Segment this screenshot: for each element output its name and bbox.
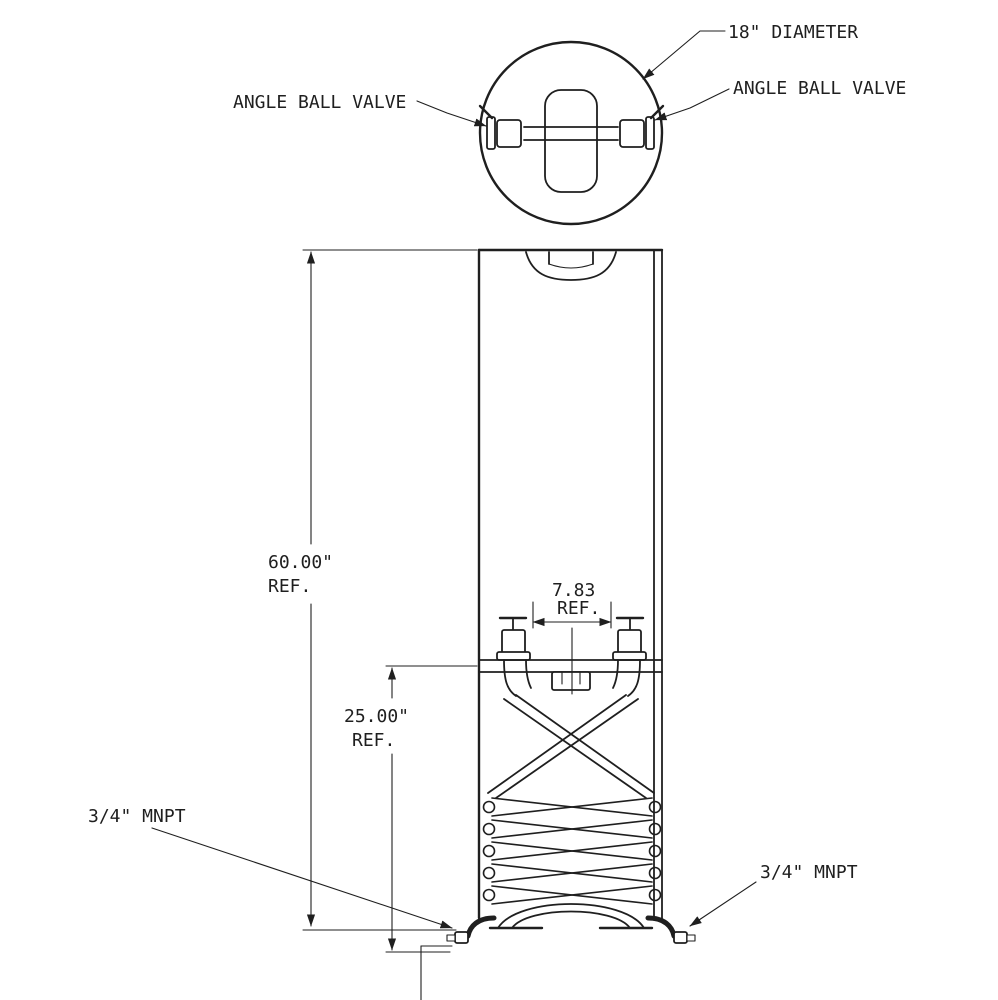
coil-loop	[648, 844, 662, 858]
dimension-25: 25.00" REF.	[344, 665, 478, 1000]
center-bracket	[551, 671, 591, 691]
top-callouts: 18" DIAMETER ANGLE BALL VALVE ANGLE BALL…	[233, 22, 906, 127]
skirt-arch-inner	[511, 910, 631, 929]
coil-strand	[491, 797, 653, 817]
front-valve-left	[496, 616, 531, 661]
coil-strand	[491, 841, 653, 861]
outlet-nipple	[446, 934, 456, 942]
leader-line-mnpt-left	[151, 827, 453, 929]
coil-loop	[482, 866, 496, 880]
valve-flange	[486, 116, 496, 150]
coil-loop	[482, 800, 496, 814]
bracket-body	[551, 671, 591, 691]
dimension-783: 7.83 REF.	[532, 580, 612, 629]
dim-60-value: 60.00"	[268, 552, 333, 573]
bottom-callouts: 3/4" MNPT 3/4" MNPT	[88, 806, 858, 929]
leader-line-valve-left	[416, 100, 487, 127]
coil-loop	[482, 822, 496, 836]
outlet-flange	[673, 931, 688, 944]
front-view	[446, 248, 696, 944]
top-view	[478, 40, 665, 226]
coil-strand	[491, 819, 653, 839]
leader-line-valve-right	[654, 88, 730, 121]
outlet-fitting-left	[446, 915, 497, 944]
top-valve-right	[619, 104, 665, 150]
brace-strut	[487, 694, 627, 794]
dimension-60: 60.00" REF.	[268, 249, 478, 931]
outlet-nipple	[686, 934, 696, 942]
valve-body	[617, 629, 642, 655]
valve-handle	[649, 104, 665, 120]
angle-ball-valve-label-right: ANGLE BALL VALVE	[733, 78, 906, 99]
tank-top-outline	[478, 40, 664, 226]
bottom-skirt	[446, 903, 696, 944]
coil-loop	[648, 866, 662, 880]
valve-flange	[496, 651, 531, 661]
outlet-fitting-right	[645, 915, 696, 944]
top-handle	[525, 251, 617, 281]
leader-line-mnpt-right	[689, 881, 757, 927]
elbow-curve	[525, 659, 532, 689]
coil	[482, 797, 662, 905]
leader-line-diameter	[642, 30, 726, 80]
x-brace	[487, 694, 655, 799]
mnpt-label-left: 3/4" MNPT	[88, 806, 186, 827]
brace-strut	[495, 698, 639, 799]
valve-flange	[612, 651, 647, 661]
tank-top-port	[544, 89, 598, 193]
valve-flange	[645, 116, 655, 150]
valve-body	[619, 119, 645, 148]
elbow-curve	[627, 659, 641, 697]
brace-strut	[503, 698, 647, 799]
skirt-arch-outer	[497, 903, 645, 929]
dim-783-ref: REF.	[557, 598, 600, 619]
diameter-label: 18" DIAMETER	[728, 22, 858, 43]
valve-elbows	[503, 659, 641, 697]
elbow-curve	[503, 659, 517, 697]
elbow-curve	[612, 659, 619, 689]
valve-body	[496, 119, 522, 148]
angle-ball-valve-label-left: ANGLE BALL VALVE	[233, 92, 406, 113]
dim-60-ref: REF.	[268, 576, 311, 597]
valve-handle	[478, 104, 494, 120]
front-valve-right	[612, 616, 647, 661]
coil-loop	[482, 844, 496, 858]
valve-body	[501, 629, 526, 655]
dim-25-value: 25.00"	[344, 706, 409, 727]
coil-loop	[648, 800, 662, 814]
coil-strand	[491, 863, 653, 883]
coil-loop	[482, 888, 496, 902]
top-valve-left	[478, 104, 522, 150]
brace-strut	[515, 694, 655, 794]
coil-strand	[491, 885, 653, 905]
outlet-flange	[454, 931, 469, 944]
handle-inner-arc	[548, 263, 594, 269]
dim-783-value: 7.83	[552, 580, 595, 601]
handle-arc	[525, 251, 617, 281]
coil-loop	[648, 822, 662, 836]
valve-assembly	[478, 616, 663, 695]
dim-25-ref: REF.	[352, 730, 395, 751]
mnpt-label-right: 3/4" MNPT	[760, 862, 858, 883]
coil-loop	[648, 888, 662, 902]
